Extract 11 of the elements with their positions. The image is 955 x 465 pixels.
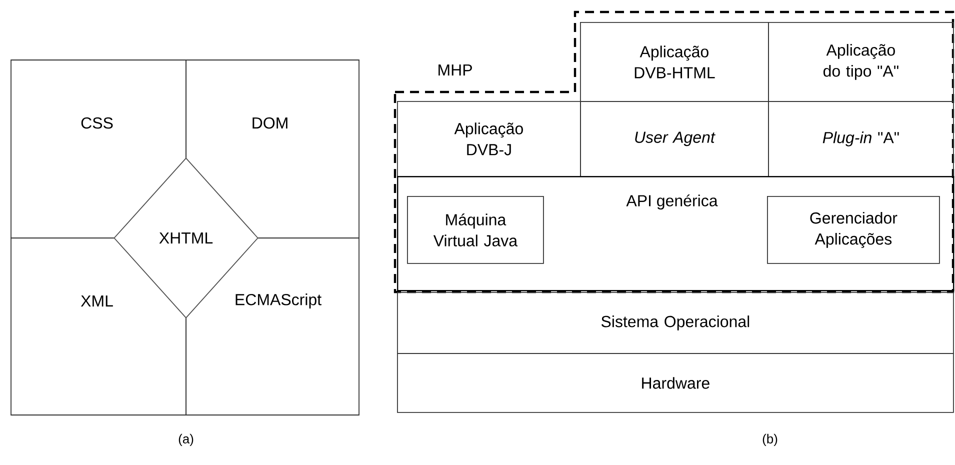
layer-box: Máquina Virtual Java xyxy=(407,196,544,264)
layer-box: Aplicação do tipo "A" xyxy=(768,22,954,102)
layer-box: Aplicação DVB-HTML xyxy=(580,22,769,102)
layer-box: Plug-in "A" xyxy=(768,101,954,177)
layer-box: Sistema Operacional xyxy=(397,292,954,354)
panel-caption: (b) xyxy=(762,434,778,446)
panel-caption: (a) xyxy=(178,434,194,446)
layer-box: Gerenciador Aplicações xyxy=(767,196,940,264)
layer-box: Hardware xyxy=(397,353,954,413)
layer-box: User Agent xyxy=(580,101,769,177)
layer-box: Aplicação DVB-J xyxy=(397,101,581,177)
